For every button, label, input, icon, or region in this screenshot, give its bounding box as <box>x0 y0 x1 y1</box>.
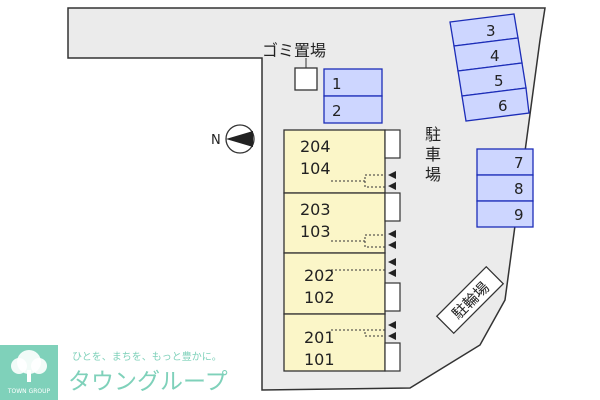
unit-block-4 <box>283 313 386 372</box>
unit-lower-2: 103 <box>300 222 331 241</box>
parking-space-1 <box>323 68 383 97</box>
balcony-4 <box>384 342 401 372</box>
town-group-logo: TOWN GROUP <box>0 345 58 400</box>
logo-small-text: TOWN GROUP <box>7 388 51 395</box>
parking-number-9: 9 <box>514 206 524 224</box>
parking-lot-label: 駐車場 <box>424 125 441 184</box>
parking-right: 7 8 9 <box>476 148 534 228</box>
logo-name: タウングループ <box>68 369 228 395</box>
north-compass-icon: N <box>211 124 255 154</box>
unit-block-2 <box>283 192 386 254</box>
parking-space-9 <box>476 200 534 228</box>
balcony-3 <box>384 282 401 312</box>
parking-number-6: 6 <box>498 97 508 115</box>
garbage-label: ゴミ置場 <box>262 41 326 60</box>
garbage-box <box>294 67 318 91</box>
unit-upper-3: 202 <box>304 266 335 285</box>
unit-lower-1: 104 <box>300 159 331 178</box>
parking-space-8 <box>476 174 534 202</box>
balcony-1 <box>384 129 401 159</box>
parking-number-2: 2 <box>332 102 342 120</box>
parking-space-2 <box>323 95 383 124</box>
unit-lower-3: 102 <box>304 288 335 307</box>
unit-upper-4: 201 <box>304 328 335 347</box>
parking-number-4: 4 <box>490 47 500 65</box>
balcony-2 <box>384 192 401 222</box>
parking-space-7 <box>476 148 534 176</box>
logo-tagline: ひとを、まちを、もっと豊かに。 <box>72 350 222 363</box>
building: 204 104 203 103 202 102 201 101 <box>283 129 401 372</box>
parking-number-5: 5 <box>494 72 504 90</box>
parking-center: 1 2 <box>323 68 383 124</box>
unit-block-1 <box>283 129 386 194</box>
parking-space-6 <box>461 87 530 122</box>
unit-upper-2: 203 <box>300 200 331 219</box>
parking-top-right: 3 4 5 6 <box>449 13 530 122</box>
parking-number-7: 7 <box>514 154 524 172</box>
unit-lower-4: 101 <box>304 350 335 369</box>
parking-number-1: 1 <box>332 75 342 93</box>
entrance-arrows <box>388 171 396 340</box>
parking-number-3: 3 <box>486 22 496 40</box>
north-label: N <box>211 133 221 148</box>
interior-partitions <box>331 174 385 337</box>
parking-number-8: 8 <box>514 180 524 198</box>
unit-upper-1: 204 <box>300 137 331 156</box>
